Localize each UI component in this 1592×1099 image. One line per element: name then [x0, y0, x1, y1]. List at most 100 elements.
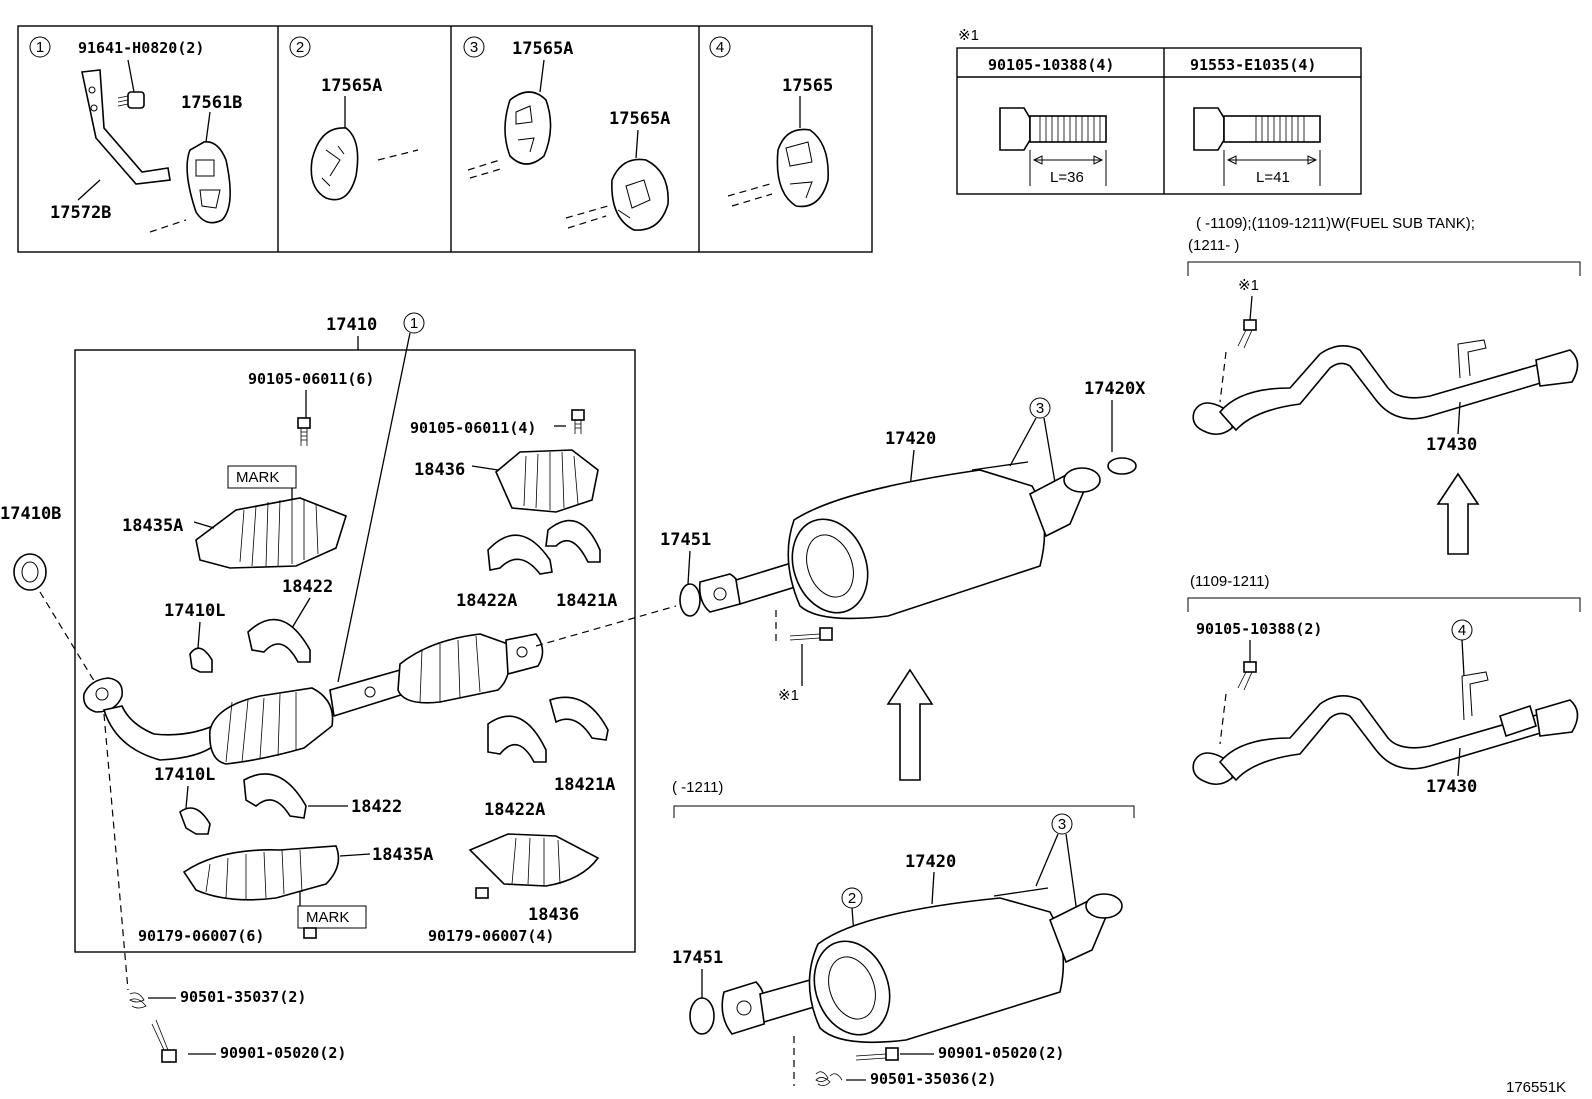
spring-label: 90501-35037(2) [180, 988, 306, 1006]
bolt-icon [1237, 319, 1257, 349]
tailpipe-lower-label: 17430 [1426, 777, 1477, 797]
hanger-bracket-part-number: 17572B [50, 203, 111, 223]
clamp-drawing [243, 773, 307, 819]
range-bracket [1187, 597, 1581, 612]
inset-box-2: 2 17565A [289, 36, 419, 201]
assembly-circle-number: 1 [410, 315, 418, 332]
bolt-icon [855, 1047, 899, 1061]
gasket-upper-drawing [679, 583, 701, 617]
hanger-bracket-drawing [81, 69, 171, 185]
bolt-table-mark: ※1 [958, 27, 979, 44]
bolt-icon [151, 1019, 177, 1063]
gasket-lower-label: 17451 [672, 948, 723, 968]
tailpipe-upper-group: ( -1109);(1109-1211)W(FUEL SUB TANK); (1… [1187, 215, 1581, 455]
muffler-lower-group: ( -1211) 17420 3 2 17451 90901-05020(2) [672, 779, 1135, 1088]
rubber-insulator-drawing [149, 111, 231, 233]
hanger-insulator-part-number: 17561B [181, 93, 242, 113]
muffler-upper-circle: 3 [1036, 400, 1044, 417]
mark-label-2: MARK [306, 909, 349, 926]
front-pipe-drawing [82, 633, 544, 765]
bracket-label-3: 17410L [154, 765, 215, 785]
bolt-icon [297, 417, 311, 446]
bolt-icon [554, 409, 585, 434]
bolt-icon [117, 59, 145, 109]
muffler-lower-label: 17420 [905, 852, 956, 872]
rubber-insulator-drawing [727, 128, 829, 208]
bolt-icon [1237, 661, 1257, 691]
muffler-gasket-drawing [1107, 457, 1137, 475]
muffler-lower-circle-2: 2 [848, 890, 856, 907]
gasket-label: 17410B [0, 504, 61, 524]
flange-bolt-b-drawing [1193, 107, 1321, 186]
inset-box-4: 4 17565 [709, 36, 833, 208]
inset-panel [17, 25, 873, 253]
bolt-lower-label: 90901-05020(2) [938, 1044, 1064, 1062]
heat-insulator-drawing-2 [495, 449, 599, 513]
nut-label-1: 90179-06007(6) [138, 927, 264, 945]
muffler-upper-group: 17451 17420 3 17420X ※1 [660, 379, 1146, 704]
muffler-upper-label: 17420 [885, 429, 936, 449]
insulator-part-number-a: 17565A [512, 39, 573, 59]
inset-box-1: 1 91641-H0820(2) 17561B 17572B [29, 36, 242, 233]
clamp-label-1: 18422 [282, 577, 333, 597]
tailpipe-lower-drawing [1192, 671, 1579, 786]
inset-box-2-number: 2 [296, 39, 304, 56]
tailpipe-note-2: (1211- ) [1188, 237, 1239, 254]
range-bracket [1187, 261, 1581, 276]
tailpipe-lower-group: (1109-1211) 90105-10388(2) 4 17430 [1187, 573, 1581, 797]
clamp-drawing [545, 519, 601, 563]
front-pipe-assembly: 17410 1 90105-06011(6) 90105-06011(4) 18… [0, 312, 636, 1063]
clamp-drawing [487, 534, 553, 575]
clamp-drawing [487, 715, 547, 763]
inset-box-3: 3 17565A 17565A [463, 36, 670, 231]
muffler-gasket-label: 17420X [1084, 379, 1146, 399]
bolt-label-3: 90901-05020(2) [220, 1044, 346, 1062]
clamp-label-2: 18422A [456, 591, 517, 611]
heat-insulator-lower-drawing-2 [468, 833, 600, 887]
spring-lower-label: 90501-35036(2) [870, 1070, 996, 1088]
gasket-lower-drawing [689, 997, 715, 1035]
rubber-insulator-drawing-b [565, 158, 669, 231]
bracket-drawing [189, 647, 213, 673]
up-arrow-icon [1436, 472, 1480, 555]
muffler-upper-drawing [698, 461, 1101, 620]
tailpipe-upper-drawing [1192, 339, 1579, 436]
bracket-label-1: 18421A [556, 591, 617, 611]
bolt-a-part-number: 90105-10388(4) [988, 56, 1114, 74]
rubber-insulator-drawing [310, 127, 419, 201]
heat-insulator-lower-label: 18435A [372, 845, 433, 865]
tailpipe-upper-label: 17430 [1426, 435, 1477, 455]
bracket-label-4: 18421A [554, 775, 615, 795]
heat-insulator-lower-drawing [182, 845, 340, 901]
mark-label-1: MARK [236, 469, 279, 486]
heat-insulator-drawing [195, 497, 347, 569]
muffler-lower-circle-3: 3 [1058, 816, 1066, 833]
range-bracket [673, 805, 1135, 818]
inset-box-4-number: 4 [716, 39, 724, 56]
tailpipe-lower-bolt-label: 90105-10388(2) [1196, 620, 1322, 638]
heat-insulator-label: 18435A [122, 516, 183, 536]
bolt-length-table: ※1 90105-10388(4) 91553-E1035(4) L=36 L=… [956, 27, 1362, 195]
gasket-upper-label: 17451 [660, 530, 711, 550]
clamp-drawing [247, 618, 311, 663]
nut-icon [475, 887, 489, 899]
inset-box-1-number: 1 [36, 39, 44, 56]
insulator-part-number: 17565A [321, 76, 382, 96]
spring-icon [129, 992, 147, 1009]
gasket-drawing [13, 553, 47, 591]
inset-box-3-number: 3 [470, 39, 478, 56]
tailpipe-lower-circle: 4 [1458, 622, 1466, 639]
bolt-label-2: 90105-06011(4) [410, 419, 536, 437]
tailpipe-lower-note: (1109-1211) [1190, 573, 1270, 590]
bracket-drawing [179, 807, 211, 835]
spring-icon [815, 1071, 843, 1086]
lower-muffler-note: ( -1211) [672, 779, 723, 796]
assembly-part-number: 17410 [326, 315, 377, 335]
nut-label-2: 90179-06007(4) [428, 927, 554, 945]
bolt-b-length: L=41 [1256, 169, 1290, 186]
bolt-a-length: L=36 [1050, 169, 1084, 186]
up-arrow-icon [886, 668, 934, 781]
clamp-label-4: 18422A [484, 800, 545, 820]
tailpipe-note-1: ( -1109);(1109-1211)W(FUEL SUB TANK); [1196, 215, 1475, 232]
